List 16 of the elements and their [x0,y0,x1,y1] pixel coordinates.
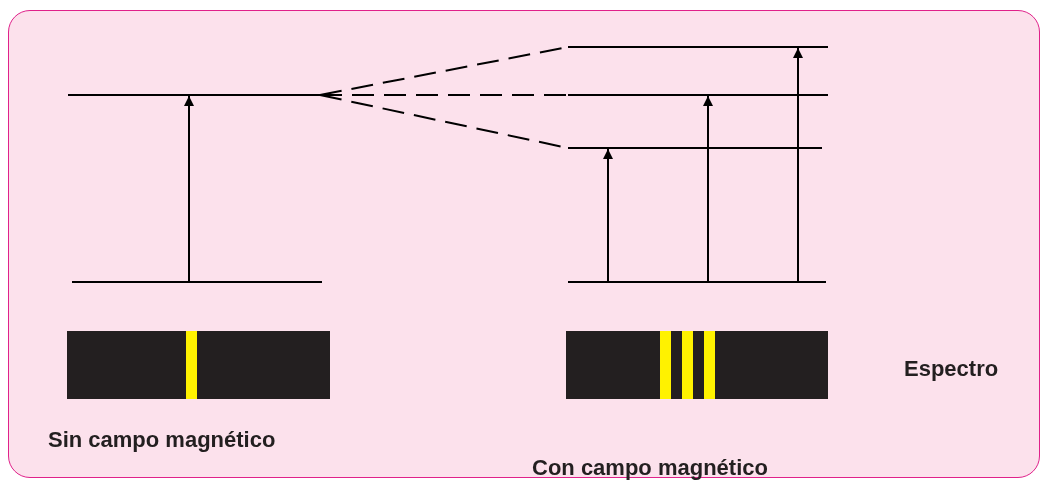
condition-label: Con campo magnético [532,455,768,481]
energy-level-line [568,147,822,149]
transition-arrow [703,95,713,282]
spectrum-label: Espectro [904,356,999,382]
spectrum-bar [67,331,330,399]
transition-arrow [184,95,194,282]
energy-level-line [568,281,826,283]
transition-arrow [603,148,613,282]
condition-label: Sin campo magnético [48,427,276,453]
energy-level-line [568,94,828,96]
transition-arrow [793,47,803,282]
energy-level-line [568,46,828,48]
energy-level-line [68,94,320,96]
splitting-line [319,94,569,96]
spectrum-bar [566,331,828,399]
energy-level-line [72,281,322,283]
